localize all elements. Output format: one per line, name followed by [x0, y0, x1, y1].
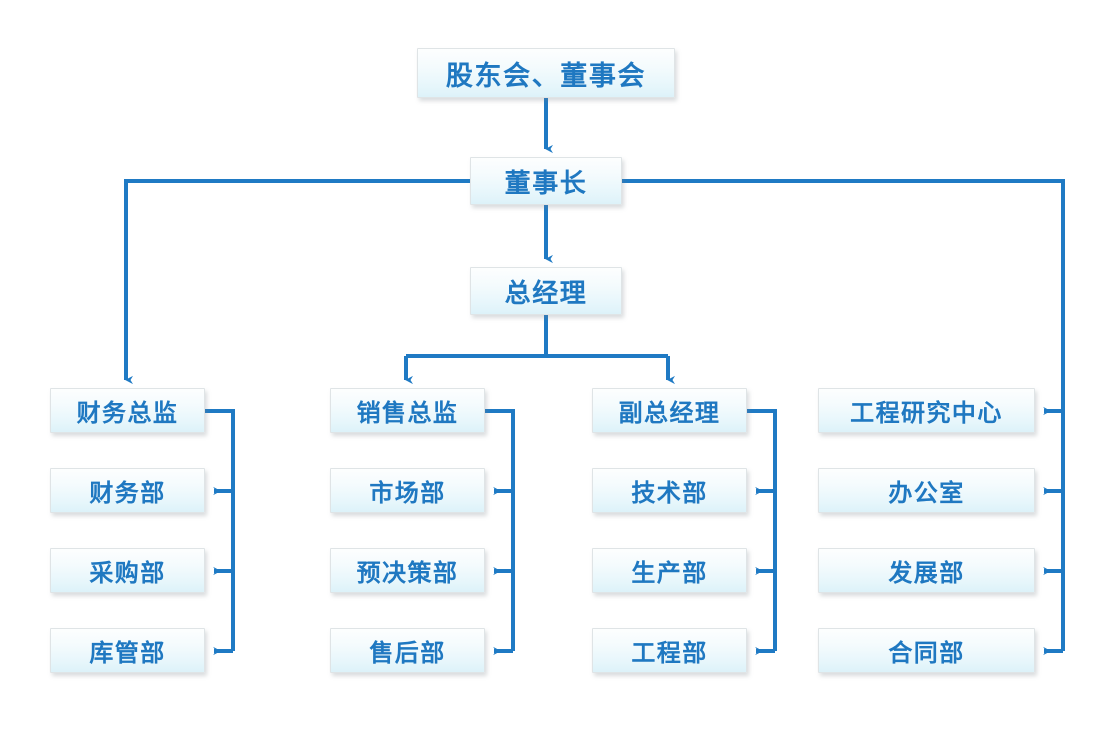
node-label: 发展部: [888, 558, 965, 587]
node-aftersales-department[interactable]: 售后部: [330, 628, 485, 673]
node-sales-director[interactable]: 销售总监: [330, 388, 485, 433]
edge-chairman-to-cfo: [124, 179, 470, 385]
node-label: 技术部: [631, 478, 708, 507]
edge-sales-dir-bus: [485, 409, 515, 651]
node-chairman[interactable]: 董事长: [470, 157, 622, 205]
node-label: 市场部: [369, 478, 446, 507]
node-label: 总经理: [504, 278, 588, 309]
node-label: 财务总监: [76, 398, 179, 427]
node-finance-department[interactable]: 财务部: [50, 468, 205, 513]
edge-cfo-bus: [205, 409, 235, 651]
node-label: 董事长: [504, 168, 588, 199]
node-warehouse-department[interactable]: 库管部: [50, 628, 205, 673]
node-finance-director[interactable]: 财务总监: [50, 388, 205, 433]
node-purchasing-department[interactable]: 采购部: [50, 548, 205, 593]
node-marketing-department[interactable]: 市场部: [330, 468, 485, 513]
node-label: 预决策部: [356, 558, 459, 587]
node-label: 销售总监: [356, 398, 459, 427]
node-label: 办公室: [888, 478, 965, 507]
node-label: 工程研究中心: [850, 398, 1003, 427]
node-label: 工程部: [631, 638, 708, 667]
node-office[interactable]: 办公室: [818, 468, 1035, 513]
node-label: 售后部: [369, 638, 446, 667]
node-label: 财务部: [89, 478, 166, 507]
node-label: 副总经理: [618, 398, 721, 427]
node-label: 采购部: [89, 558, 166, 587]
node-label: 生产部: [631, 558, 708, 587]
node-technology-department[interactable]: 技术部: [592, 468, 747, 513]
node-engineering-research-center[interactable]: 工程研究中心: [818, 388, 1035, 433]
node-label: 库管部: [89, 638, 166, 667]
node-development-department[interactable]: 发展部: [818, 548, 1035, 593]
node-contract-department[interactable]: 合同部: [818, 628, 1035, 673]
node-deputy-general-manager[interactable]: 副总经理: [592, 388, 747, 433]
node-shareholders-board[interactable]: 股东会、董事会: [417, 48, 675, 98]
node-label: 合同部: [888, 638, 965, 667]
node-project-department[interactable]: 工程部: [592, 628, 747, 673]
edge-deputy-gm-bus: [747, 409, 777, 651]
node-production-department[interactable]: 生产部: [592, 548, 747, 593]
edge-chairman-to-eng-center: [622, 179, 1065, 416]
node-budget-decision-department[interactable]: 预决策部: [330, 548, 485, 593]
edge-gm-bus: [406, 315, 668, 358]
node-label: 股东会、董事会: [445, 60, 647, 92]
node-general-manager[interactable]: 总经理: [470, 267, 622, 315]
